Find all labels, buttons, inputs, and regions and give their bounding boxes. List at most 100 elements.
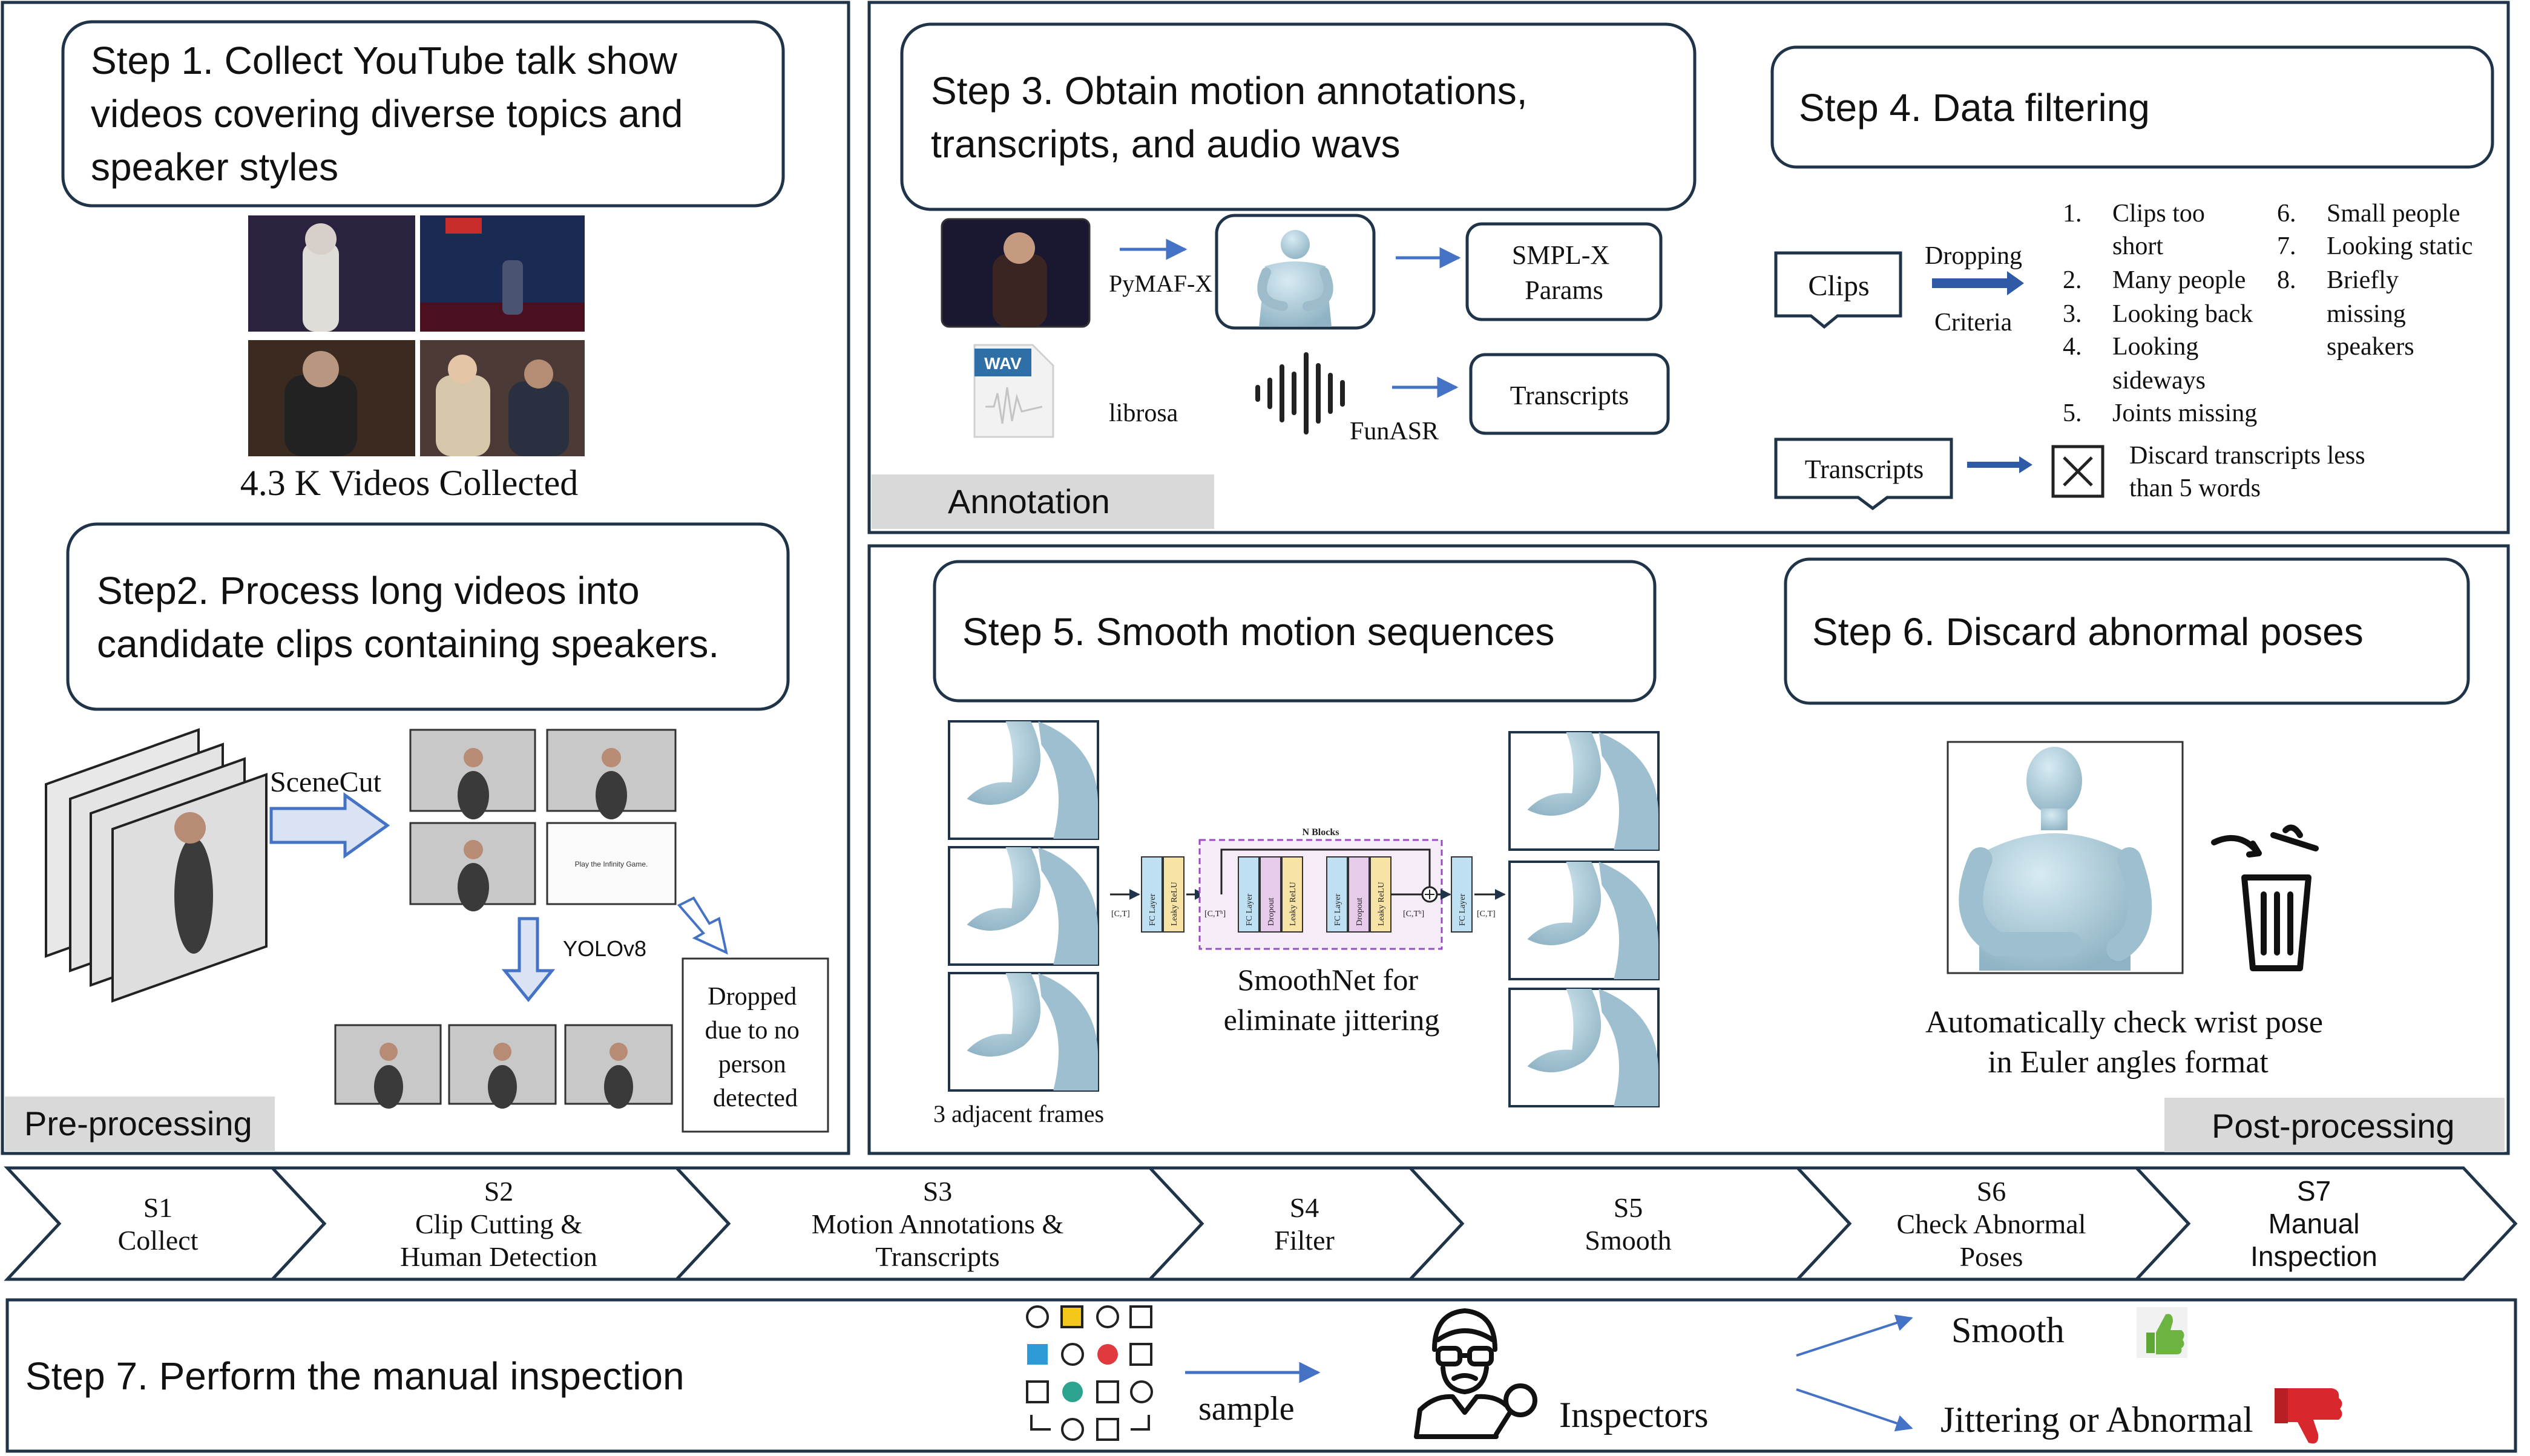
smoothnet-diagram: [C,T] FC Layer Leaky ReLU N Blocks [C,Tʰ… [1110,827,1506,950]
pipeline-step-label: Transcripts [875,1241,999,1272]
svg-text:Dropout: Dropout [1267,897,1276,926]
svg-text:FC Layer: FC Layer [1458,893,1467,926]
yolo-label: YOLOv8 [563,936,646,961]
smooth-label: Smooth [1951,1310,2065,1350]
pipeline-step-label: Poses [1960,1241,2023,1272]
wrist-pose-figure [1959,747,2152,971]
svg-text:[C,T]: [C,T] [1477,910,1496,919]
candidate-clips: Play the Infinity Game. [409,729,677,911]
svg-text:2.: 2. [2063,266,2082,294]
sound-wave-icon [1255,352,1345,435]
svg-text:Briefly: Briefly [2327,266,2399,294]
svg-text:Clips too: Clips too [2112,200,2205,228]
transcripts-tag-text: Transcripts [1805,454,1924,484]
pymaf-label: PyMAF-X [1109,270,1212,297]
wav-file-icon: WAV [973,344,1054,438]
dropped-arrow [677,896,728,955]
svg-text:3.: 3. [2063,300,2082,328]
dropping-label: Dropping [1925,242,2022,270]
svg-text:1.: 1. [2063,200,2082,228]
video-frame-stack [45,728,268,1003]
inspectors-label: Inspectors [1559,1395,1709,1435]
step3-text: Step 3. Obtain motion annotations, trans… [931,69,1538,166]
svg-text:Leaky ReLU: Leaky ReLU [1170,882,1179,926]
pipeline-step-id: S4 [1290,1192,1319,1223]
pipeline-step-label: Check Abnormal [1897,1208,2086,1239]
svg-text:FC Layer: FC Layer [1245,893,1254,926]
pipeline-step-id: S2 [484,1176,514,1207]
postprocessing-panel [867,544,2510,1155]
svg-text:short: short [2112,232,2163,260]
pipeline-step-label: Clip Cutting & [415,1208,582,1239]
pipeline-step-id: S3 [923,1176,953,1207]
pipeline-step-label: Motion Annotations & [812,1208,1064,1239]
input-frame-1 [948,720,1099,840]
discard-text: Discard transcripts less than 5 words [2129,442,2371,502]
step2-callout [66,522,790,711]
wrist-check-caption: Automatically check wrist pose in Euler … [1925,1005,2331,1080]
svg-text:Looking static: Looking static [2327,232,2472,260]
inspector-icon [1414,1308,1537,1439]
annotation-label-bg [872,474,1214,529]
pipeline-step-label: Manual [2269,1208,2360,1239]
step4-callout [1770,45,2494,169]
preprocessing-panel [1,1,850,1155]
svg-text:Leaky ReLU: Leaky ReLU [1377,882,1386,926]
input-frame-3 [948,972,1099,1092]
sample-label: sample [1198,1390,1295,1428]
pipeline-step-id: S1 [143,1192,173,1223]
pipeline-step-label: Filter [1274,1225,1335,1256]
step7-title: Step 7. Perform the manual inspection [25,1354,685,1398]
postprocessing-label: Post-processing [2212,1107,2455,1145]
svg-text:5.: 5. [2063,399,2082,427]
annotation-panel [867,1,2510,534]
transcripts-text: Transcripts [1510,381,1629,410]
svg-text:Looking: Looking [2112,333,2198,361]
scenecut-arrow [269,792,390,859]
transcripts-tag [1774,438,1953,511]
pipeline-step-label: Inspection [2250,1241,2377,1272]
svg-text:8.: 8. [2277,266,2296,294]
step5-text: Step 5. Smooth motion sequences [962,610,1554,654]
svg-text:Dropout: Dropout [1355,897,1364,926]
output-frame-2 [1508,861,1660,980]
input-frames [948,720,1099,1092]
svg-text:Many people: Many people [2112,266,2246,294]
output-frames [1508,731,1660,1107]
svg-text:FC Layer: FC Layer [1148,893,1157,926]
jitter-label: Jittering or Abnormal [1940,1400,2253,1440]
trash-bin-icon [2211,824,2319,971]
yolo-arrow [501,917,556,1002]
dropped-box [682,957,829,1133]
svg-text:Small people: Small people [2327,200,2460,228]
sample-grid [1026,1305,1153,1441]
pipeline-step-id: S7 [2297,1175,2331,1207]
svg-text:FC Layer: FC Layer [1333,893,1342,926]
librosa-label: librosa [1109,399,1178,427]
videos-collected-caption: 4.3 K Videos Collected [240,463,579,503]
step2-text: Step2. Process long videos into candidat… [97,569,719,666]
criteria-list: 1. 2. 3. 4. 5. Clips too short Many peop… [2063,200,2472,427]
pipeline-step-label: Human Detection [400,1241,597,1272]
clips-tag [1774,251,1902,329]
criteria-label: Criteria [1934,309,2012,336]
jitter-arrow [1796,1388,1913,1432]
svg-text:speakers: speakers [2327,333,2414,361]
svg-text:sideways: sideways [2112,367,2206,395]
svg-text:WAV: WAV [984,354,1022,373]
smplx-mesh-figure [1257,230,1333,327]
step6-text: Step 6. Discard abnormal poses [1812,610,2364,654]
adjacent-frames-label: 3 adjacent frames [933,1100,1104,1127]
svg-text:Joints missing: Joints missing [2112,399,2257,427]
svg-text:[C,Tʰ]: [C,Tʰ] [1403,910,1424,919]
svg-text:missing: missing [2327,300,2406,328]
scenecut-label: SceneCut [270,766,382,798]
discard-arrow [1967,456,2032,473]
